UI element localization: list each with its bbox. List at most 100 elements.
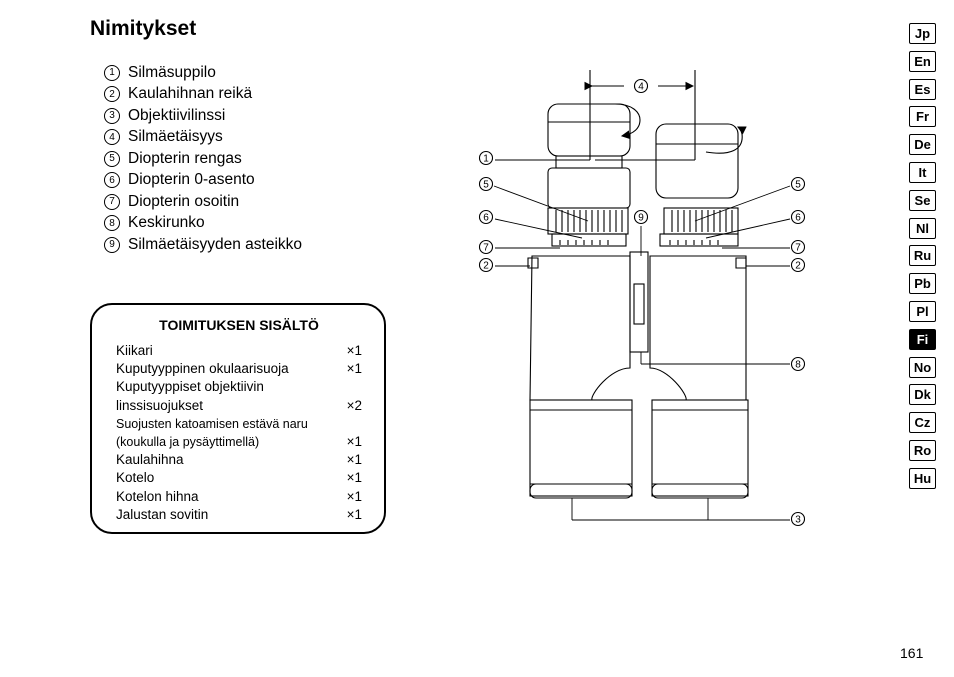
language-tab[interactable]: Nl — [909, 217, 936, 239]
item-number: 3 — [104, 107, 120, 124]
language-tab[interactable]: Fr — [909, 106, 936, 128]
contents-qty: ×1 — [346, 361, 362, 377]
contents-row: Kotelon hihna ×1 — [116, 488, 362, 506]
contents-qty: ×1 — [346, 488, 362, 504]
list-item: 6 Diopterin 0-asento — [104, 170, 302, 192]
contents-row: Kaulahihna ×1 — [116, 451, 362, 469]
contents-title: TOIMITUKSEN SISÄLTÖ — [159, 317, 319, 333]
contents-qty: ×1 — [346, 343, 362, 358]
list-item: 4 Silmäetäisyys — [104, 127, 302, 149]
callout-2: 2 — [795, 261, 801, 272]
language-tab[interactable]: Ru — [909, 245, 936, 267]
package-contents-box: TOIMITUKSEN SISÄLTÖ Kiikari ×1 Kuputyyppi… — [90, 303, 386, 534]
list-item: 9 Silmäetäisyyden asteikko — [104, 234, 302, 256]
left-barrel — [527, 255, 747, 499]
right-eyecup — [655, 123, 747, 199]
item-label: Silmäsuppilo — [128, 63, 216, 81]
callout-markers: 4 1 5 5 6 9 6 7 7 2 2 8 3 — [478, 78, 806, 527]
contents-item: Kiikari — [116, 343, 153, 358]
callout-5: 5 — [483, 180, 489, 191]
contents-item-continued: (koukulla ja pysäyttimellä) — [116, 435, 260, 450]
contents-row: Kuputyyppinen okulaarisuoja ×1 — [116, 360, 362, 378]
item-label: Silmäetäisyyden asteikko — [128, 235, 303, 253]
contents-row: (koukulla ja pysäyttimellä) ×1 — [116, 433, 362, 451]
callout-9: 9 — [638, 213, 644, 224]
contents-row: Kiikari ×1 — [116, 342, 362, 360]
language-tab[interactable]: Fi — [909, 328, 936, 350]
callout-3: 3 — [795, 515, 801, 526]
item-number: 7 — [104, 193, 120, 210]
callout-6: 6 — [483, 213, 489, 224]
callout-4: 4 — [638, 82, 644, 93]
item-number: 9 — [104, 236, 120, 253]
item-label: Diopterin rengas — [128, 149, 242, 167]
callout-1: 1 — [483, 154, 489, 165]
right-diopter-ring — [659, 207, 739, 247]
item-number: 2 — [104, 86, 120, 103]
item-label: Diopterin osoitin — [128, 192, 240, 210]
item-label: Objektiivilinssi — [128, 106, 226, 124]
contents-item: Suojusten katoamisen estävä naru — [116, 416, 308, 431]
contents-item: Kotelo — [116, 470, 155, 486]
contents-row: Jalustan sovitin ×1 — [116, 506, 362, 524]
callout-7: 7 — [795, 243, 801, 254]
callout-2: 2 — [483, 261, 489, 272]
callout-6: 6 — [795, 213, 801, 224]
language-tab[interactable]: Es — [909, 78, 936, 100]
language-tab[interactable]: It — [909, 161, 936, 183]
contents-row: linssisuojukset ×2 — [116, 397, 362, 415]
parts-list: 1 Silmäsuppilo 2 Kaulahihnan reikä 3 Objekt… — [104, 62, 302, 256]
contents-qty: ×1 — [346, 452, 362, 468]
contents-qty: ×1 — [346, 470, 362, 486]
page-title: Nimitykset — [90, 17, 197, 40]
contents-qty: ×1 — [346, 506, 362, 522]
language-tab[interactable]: Pl — [909, 300, 936, 322]
language-tab[interactable]: Ro — [909, 439, 936, 461]
contents-item: Kuputyyppiset objektiivin — [116, 379, 264, 395]
contents-item: Kuputyyppinen okulaarisuoja — [116, 361, 289, 377]
center-body — [629, 251, 649, 353]
language-tab[interactable]: Se — [909, 189, 936, 211]
language-tab[interactable]: De — [909, 134, 936, 156]
list-item: 3 Objektiivilinssi — [104, 105, 302, 127]
binocular-diagram: 4 1 5 5 6 9 6 7 7 2 2 8 3 — [478, 70, 806, 527]
item-number: 5 — [104, 150, 120, 167]
item-number: 1 — [104, 64, 120, 81]
left-diopter-ring — [547, 207, 629, 247]
contents-row: Kuputyyppiset objektiivin — [116, 378, 362, 396]
list-item: 1 Silmäsuppilo — [104, 62, 302, 84]
leader-lines — [493, 142, 791, 521]
contents-qty: ×1 — [346, 434, 362, 450]
callout-8: 8 — [795, 360, 801, 371]
list-item: 5 Diopterin rengas — [104, 148, 302, 170]
contents-item: Jalustan sovitin — [116, 506, 209, 522]
contents-item: Kotelon hihna — [116, 488, 199, 504]
contents-row: Suojusten katoamisen estävä naru — [116, 415, 362, 433]
language-tab[interactable]: No — [909, 356, 936, 378]
item-number: 6 — [104, 172, 120, 189]
item-label: Diopterin 0-asento — [128, 171, 255, 189]
callout-5: 5 — [795, 180, 801, 191]
language-tab[interactable]: Cz — [909, 412, 936, 434]
callout-7: 7 — [483, 243, 489, 254]
item-label: Kaulahihnan reikä — [128, 85, 253, 103]
language-tab[interactable]: Jp — [909, 23, 936, 44]
right-barrel — [649, 255, 749, 499]
item-number: 8 — [104, 215, 120, 232]
contents-row: Kotelo ×1 — [116, 469, 362, 487]
language-tabs: Jp En Es Fr De It Se Nl Ru Pb Pl Fi No D… — [909, 23, 936, 496]
contents-item-continued: linssisuojukset — [116, 397, 204, 413]
contents-item: Kaulahihna — [116, 452, 184, 468]
item-label: Keskirunko — [128, 214, 205, 232]
page-number: 161 — [900, 645, 924, 661]
language-tab[interactable]: Dk — [909, 384, 936, 406]
contents-qty: ×2 — [346, 397, 362, 413]
language-tab[interactable]: En — [909, 50, 936, 72]
item-label: Silmäetäisyys — [128, 128, 223, 146]
language-tab[interactable]: Hu — [909, 467, 936, 489]
list-item: 8 Keskirunko — [104, 213, 302, 235]
list-item: 2 Kaulahihnan reikä — [104, 84, 302, 106]
left-eyecup — [547, 103, 641, 209]
language-tab[interactable]: Pb — [909, 273, 936, 295]
item-number: 4 — [104, 129, 120, 146]
